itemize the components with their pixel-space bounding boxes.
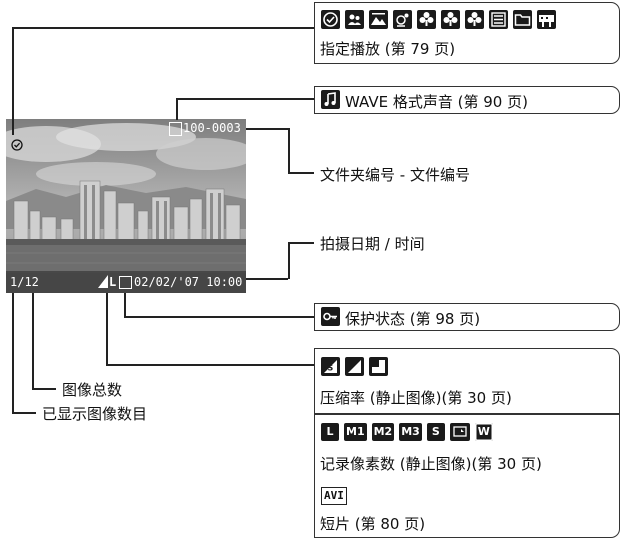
medium1-icon: M1	[344, 422, 367, 441]
movie-label: 短片 (第 80 页)	[320, 515, 426, 533]
lcd-screen: 100-0003 1/12 L 02/02/'07 10:00	[6, 119, 246, 293]
sound-overlay-icon	[169, 122, 182, 136]
compression-label: 压缩率 (静止图像)(第 30 页)	[320, 389, 512, 407]
date-time-label: 拍摄日期 / 时间	[320, 235, 425, 253]
svg-text:3: 3	[477, 23, 481, 29]
custom1-icon	[417, 10, 436, 29]
svg-text:2: 2	[453, 23, 457, 29]
displayed-image-label: 已显示图像数目	[42, 405, 148, 423]
playback-callout: 2 3 指定播放 (第 79 页)	[314, 2, 620, 64]
protect-overlay-icon	[119, 276, 132, 289]
postcard-icon	[449, 422, 470, 441]
city-photo	[6, 119, 246, 293]
protect-icon	[321, 307, 340, 326]
event-icon	[393, 10, 412, 29]
playback-icon-row: 2 3	[321, 9, 561, 29]
file-number-text: 100-0003	[183, 121, 241, 135]
medium3-icon: M3	[399, 422, 422, 441]
superfine-icon: S	[321, 357, 340, 376]
widescreen-icon: W	[474, 422, 493, 441]
folder-icon	[513, 10, 532, 29]
custom3-icon: 3	[465, 10, 484, 29]
custom2-icon: 2	[441, 10, 460, 29]
compression-overlay-icon	[98, 275, 108, 288]
normal-icon	[369, 357, 388, 376]
large-icon: L	[321, 422, 339, 441]
frame-count-text: 1/12	[10, 275, 39, 289]
sound-icon	[321, 90, 340, 109]
avi-icon: AVI	[321, 487, 347, 505]
small-icon: S	[426, 422, 445, 441]
landscape-icon	[369, 10, 388, 29]
clock-icon	[321, 10, 340, 29]
list-icon	[489, 10, 508, 29]
total-images-label: 图像总数	[62, 381, 123, 399]
movie-icon	[537, 10, 556, 29]
wave-callout: WAVE 格式声音 (第 90 页)	[314, 86, 620, 114]
people-icon	[345, 10, 364, 29]
divider	[315, 413, 619, 415]
protect-label: 保护状态 (第 98 页)	[345, 310, 481, 328]
playback-label: 指定播放 (第 79 页)	[320, 40, 456, 58]
pixels-label: 记录像素数 (静止图像)(第 30 页)	[320, 455, 542, 473]
size-overlay-text: L	[109, 275, 117, 289]
clock-overlay-icon	[11, 139, 23, 151]
folder-file-label: 文件夹编号 - 文件编号	[320, 166, 470, 184]
protect-callout: 保护状态 (第 98 页)	[314, 303, 620, 331]
wave-label: WAVE 格式声音 (第 90 页)	[345, 93, 528, 111]
svg-text:S: S	[328, 364, 334, 373]
fine-icon	[345, 357, 364, 376]
compression-icon-row: S	[321, 356, 393, 376]
date-time-text: 02/02/'07 10:00	[134, 275, 243, 289]
medium2-icon: M2	[371, 422, 395, 441]
